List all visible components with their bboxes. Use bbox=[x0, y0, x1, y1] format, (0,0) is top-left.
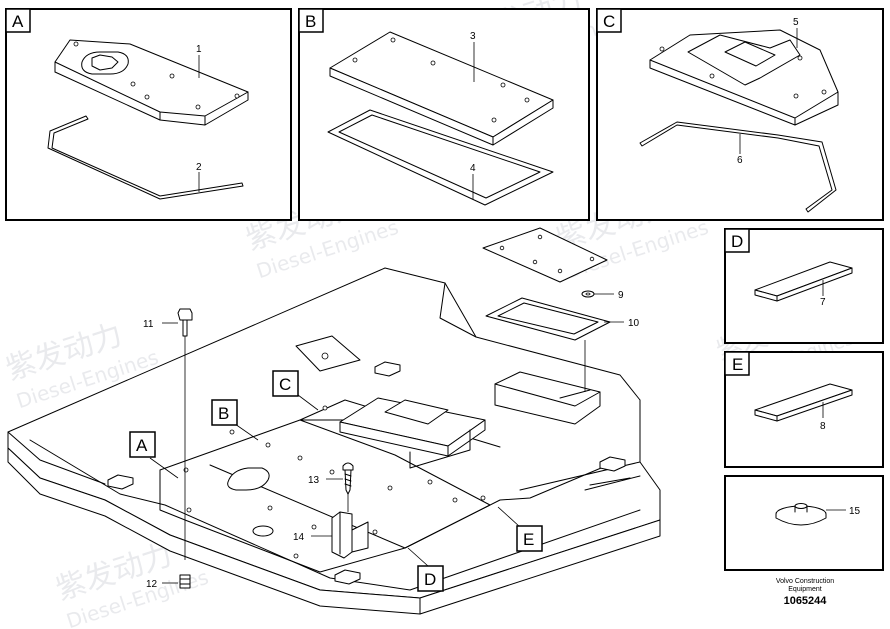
part-number-14: 14 bbox=[293, 532, 305, 543]
part-4-gasket bbox=[327, 109, 554, 206]
part-12-nut bbox=[179, 574, 191, 589]
part-number-8: 8 bbox=[820, 421, 826, 432]
part-11-bolt bbox=[177, 308, 193, 337]
panel-d: D 7 bbox=[724, 228, 884, 344]
part-number-1: 1 bbox=[196, 44, 202, 55]
callout-a: A bbox=[136, 436, 148, 455]
panel-d-label-box bbox=[724, 228, 750, 253]
part-6-seal-strip bbox=[639, 121, 837, 213]
part-number-2: 2 bbox=[196, 162, 202, 173]
panel-a-label-box bbox=[5, 8, 31, 33]
part-7-plate bbox=[754, 261, 853, 302]
panel-c: C 5 6 bbox=[596, 8, 884, 221]
part-number-15: 15 bbox=[849, 506, 861, 517]
panel-b-label: B bbox=[305, 12, 316, 31]
callout-c-box bbox=[272, 370, 299, 397]
part-number-4: 4 bbox=[470, 163, 476, 174]
panel-15: 15 bbox=[724, 475, 884, 571]
callout-e: E bbox=[523, 530, 534, 549]
part-14-bracket bbox=[331, 511, 369, 559]
part-8-plate bbox=[754, 383, 853, 422]
drawing-caption: Volvo Construction Equipment 1065244 bbox=[776, 578, 834, 607]
part-number-3: 3 bbox=[470, 31, 476, 42]
panel-e-label-box bbox=[724, 351, 750, 376]
panel-e: E 8 bbox=[724, 351, 884, 468]
caption-company: Volvo Construction bbox=[776, 578, 834, 585]
part-5-cover bbox=[649, 29, 839, 126]
part-9-washer bbox=[581, 290, 595, 298]
panel-b-label-box bbox=[298, 8, 324, 33]
callout-d: D bbox=[424, 570, 436, 589]
part-number-13: 13 bbox=[308, 475, 320, 486]
panel-a: A 1 2 bbox=[5, 8, 292, 221]
part-number-9: 9 bbox=[618, 290, 624, 301]
part-number-6: 6 bbox=[737, 155, 743, 166]
callout-b-box bbox=[211, 399, 238, 426]
caption-drawing-number: 1065244 bbox=[784, 595, 828, 607]
callout-d-box bbox=[417, 565, 444, 592]
panel-d-label: D bbox=[731, 232, 743, 251]
callout-e-box bbox=[516, 525, 543, 552]
part-13-screw bbox=[342, 462, 354, 495]
panel-15-frame bbox=[724, 475, 884, 571]
panel-e-label: E bbox=[732, 355, 743, 374]
hatch-cover bbox=[482, 227, 608, 283]
main-assembly: 9 10 11 12 13 bbox=[7, 227, 661, 615]
part-number-11: 11 bbox=[143, 319, 154, 330]
part-number-12: 12 bbox=[146, 579, 158, 590]
part-number-10: 10 bbox=[628, 318, 640, 329]
part-1-cover-plate bbox=[54, 39, 249, 126]
part-number-7: 7 bbox=[820, 297, 826, 308]
part-number-5: 5 bbox=[793, 17, 799, 28]
callout-c: C bbox=[279, 375, 291, 394]
panel-c-label-box bbox=[596, 8, 622, 33]
callout-b: B bbox=[218, 404, 229, 423]
part-10-gasket bbox=[485, 297, 611, 341]
panel-a-label: A bbox=[12, 12, 24, 31]
part-2-seal-strip bbox=[47, 115, 244, 200]
part-3-cover bbox=[329, 31, 554, 146]
part-15-rubber-mount bbox=[775, 503, 827, 526]
panel-c-label: C bbox=[603, 12, 615, 31]
callout-a-box bbox=[129, 431, 156, 458]
panel-b: B 3 4 bbox=[298, 8, 590, 221]
caption-company-line2: Equipment bbox=[788, 586, 822, 593]
